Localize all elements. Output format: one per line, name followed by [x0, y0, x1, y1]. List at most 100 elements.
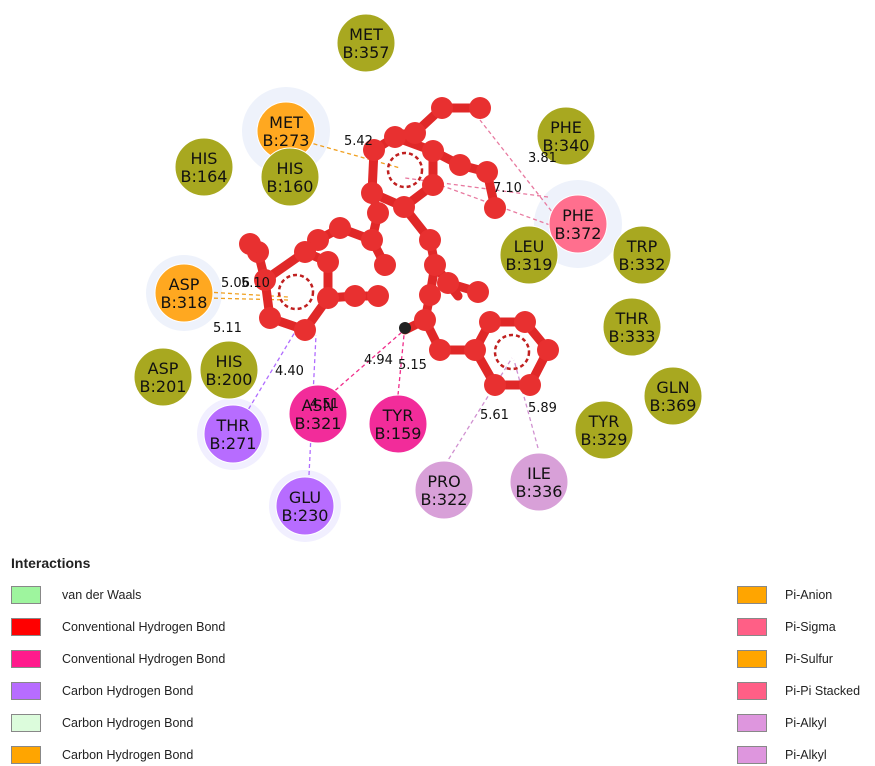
legend-swatch — [737, 650, 767, 668]
atom — [437, 272, 459, 294]
distance-pro322: 5.61 — [480, 408, 509, 423]
line-tyr159 — [397, 334, 405, 396]
legend-label: Pi-Sigma — [785, 620, 836, 634]
atom — [259, 307, 281, 329]
residue-circle — [414, 460, 474, 520]
atom — [344, 285, 366, 307]
legend-item: Conventional Hydrogen Bond — [11, 616, 225, 638]
atom — [537, 339, 559, 361]
atom — [384, 126, 406, 148]
residue-number: B:340 — [543, 136, 590, 155]
distance-met273: 5.42 — [344, 134, 373, 149]
residue-name: TRP — [626, 237, 658, 256]
residue-number: B:230 — [282, 506, 329, 525]
legend-label: Carbon Hydrogen Bond — [62, 684, 194, 698]
distance-asp318-a: 5.06 — [221, 276, 250, 291]
ring-marker-c — [493, 333, 531, 371]
atom — [469, 97, 491, 119]
residue-circle — [154, 263, 214, 323]
residue-circle — [509, 452, 569, 512]
residue-name: LEU — [514, 237, 545, 256]
residue-circle — [288, 384, 348, 444]
residue-number: B:321 — [295, 414, 342, 433]
residue-circle — [612, 225, 672, 285]
atom — [429, 339, 451, 361]
residue-circle — [499, 225, 559, 285]
residue-circle — [203, 404, 263, 464]
aromatic-rings — [277, 151, 531, 371]
distance-his200-a: 5.11 — [213, 321, 242, 336]
residue-circle — [199, 340, 259, 400]
residue-number: B:372 — [555, 224, 602, 243]
residue-name: MET — [269, 113, 303, 132]
legend-swatch — [737, 586, 767, 604]
atom — [422, 174, 444, 196]
legend-label: Pi-Pi Stacked — [785, 684, 861, 698]
line-met273 — [299, 139, 401, 169]
atom — [424, 254, 446, 276]
legend-swatch — [11, 618, 41, 636]
atom — [294, 241, 316, 263]
residue-name: TYR — [382, 406, 414, 425]
atom — [419, 284, 441, 306]
atom-dark — [399, 322, 411, 334]
residue-number: B:201 — [140, 377, 187, 396]
distance-ile336: 5.89 — [528, 401, 557, 416]
distance-asn321: 4.94 — [364, 353, 393, 368]
legend-item: Pi-Anion — [737, 584, 832, 606]
ligand-right-chain — [428, 146, 500, 213]
atom — [484, 374, 506, 396]
atom — [317, 287, 339, 309]
ligand-atoms — [239, 97, 559, 396]
legend-swatch — [737, 746, 767, 764]
legend-title: Interactions — [11, 555, 91, 571]
residue-number: B:164 — [181, 167, 228, 186]
line-asn321 — [329, 331, 403, 396]
distance-thr271: 4.40 — [275, 364, 304, 379]
atom — [484, 197, 506, 219]
legend-item: van der Waals — [11, 584, 141, 606]
atom — [374, 254, 396, 276]
atom — [519, 374, 541, 396]
residue-number: B:369 — [650, 396, 697, 415]
atom — [361, 182, 383, 204]
residue-name: THR — [216, 416, 250, 435]
residue-number: B:322 — [421, 490, 468, 509]
atom — [422, 140, 444, 162]
atom — [464, 339, 486, 361]
residue-name: GLU — [289, 488, 321, 507]
ring-marker-a — [386, 151, 424, 189]
legend-item: Pi-Pi Stacked — [737, 680, 860, 702]
atom — [449, 154, 471, 176]
residue-number: B:273 — [263, 131, 310, 150]
residue-number: B:357 — [343, 43, 390, 62]
residue-circle — [574, 400, 634, 460]
legend-swatch — [11, 650, 41, 668]
legend-label: Pi-Sulfur — [785, 652, 833, 666]
atom — [367, 202, 389, 224]
legend-swatch — [11, 746, 41, 764]
residue-number: B:271 — [210, 434, 257, 453]
residue-circle — [275, 476, 335, 536]
residue-number: B:200 — [206, 370, 253, 389]
atom — [404, 122, 426, 144]
residue-number: B:333 — [609, 327, 656, 346]
atom — [393, 196, 415, 218]
residue-number: B:318 — [161, 293, 208, 312]
